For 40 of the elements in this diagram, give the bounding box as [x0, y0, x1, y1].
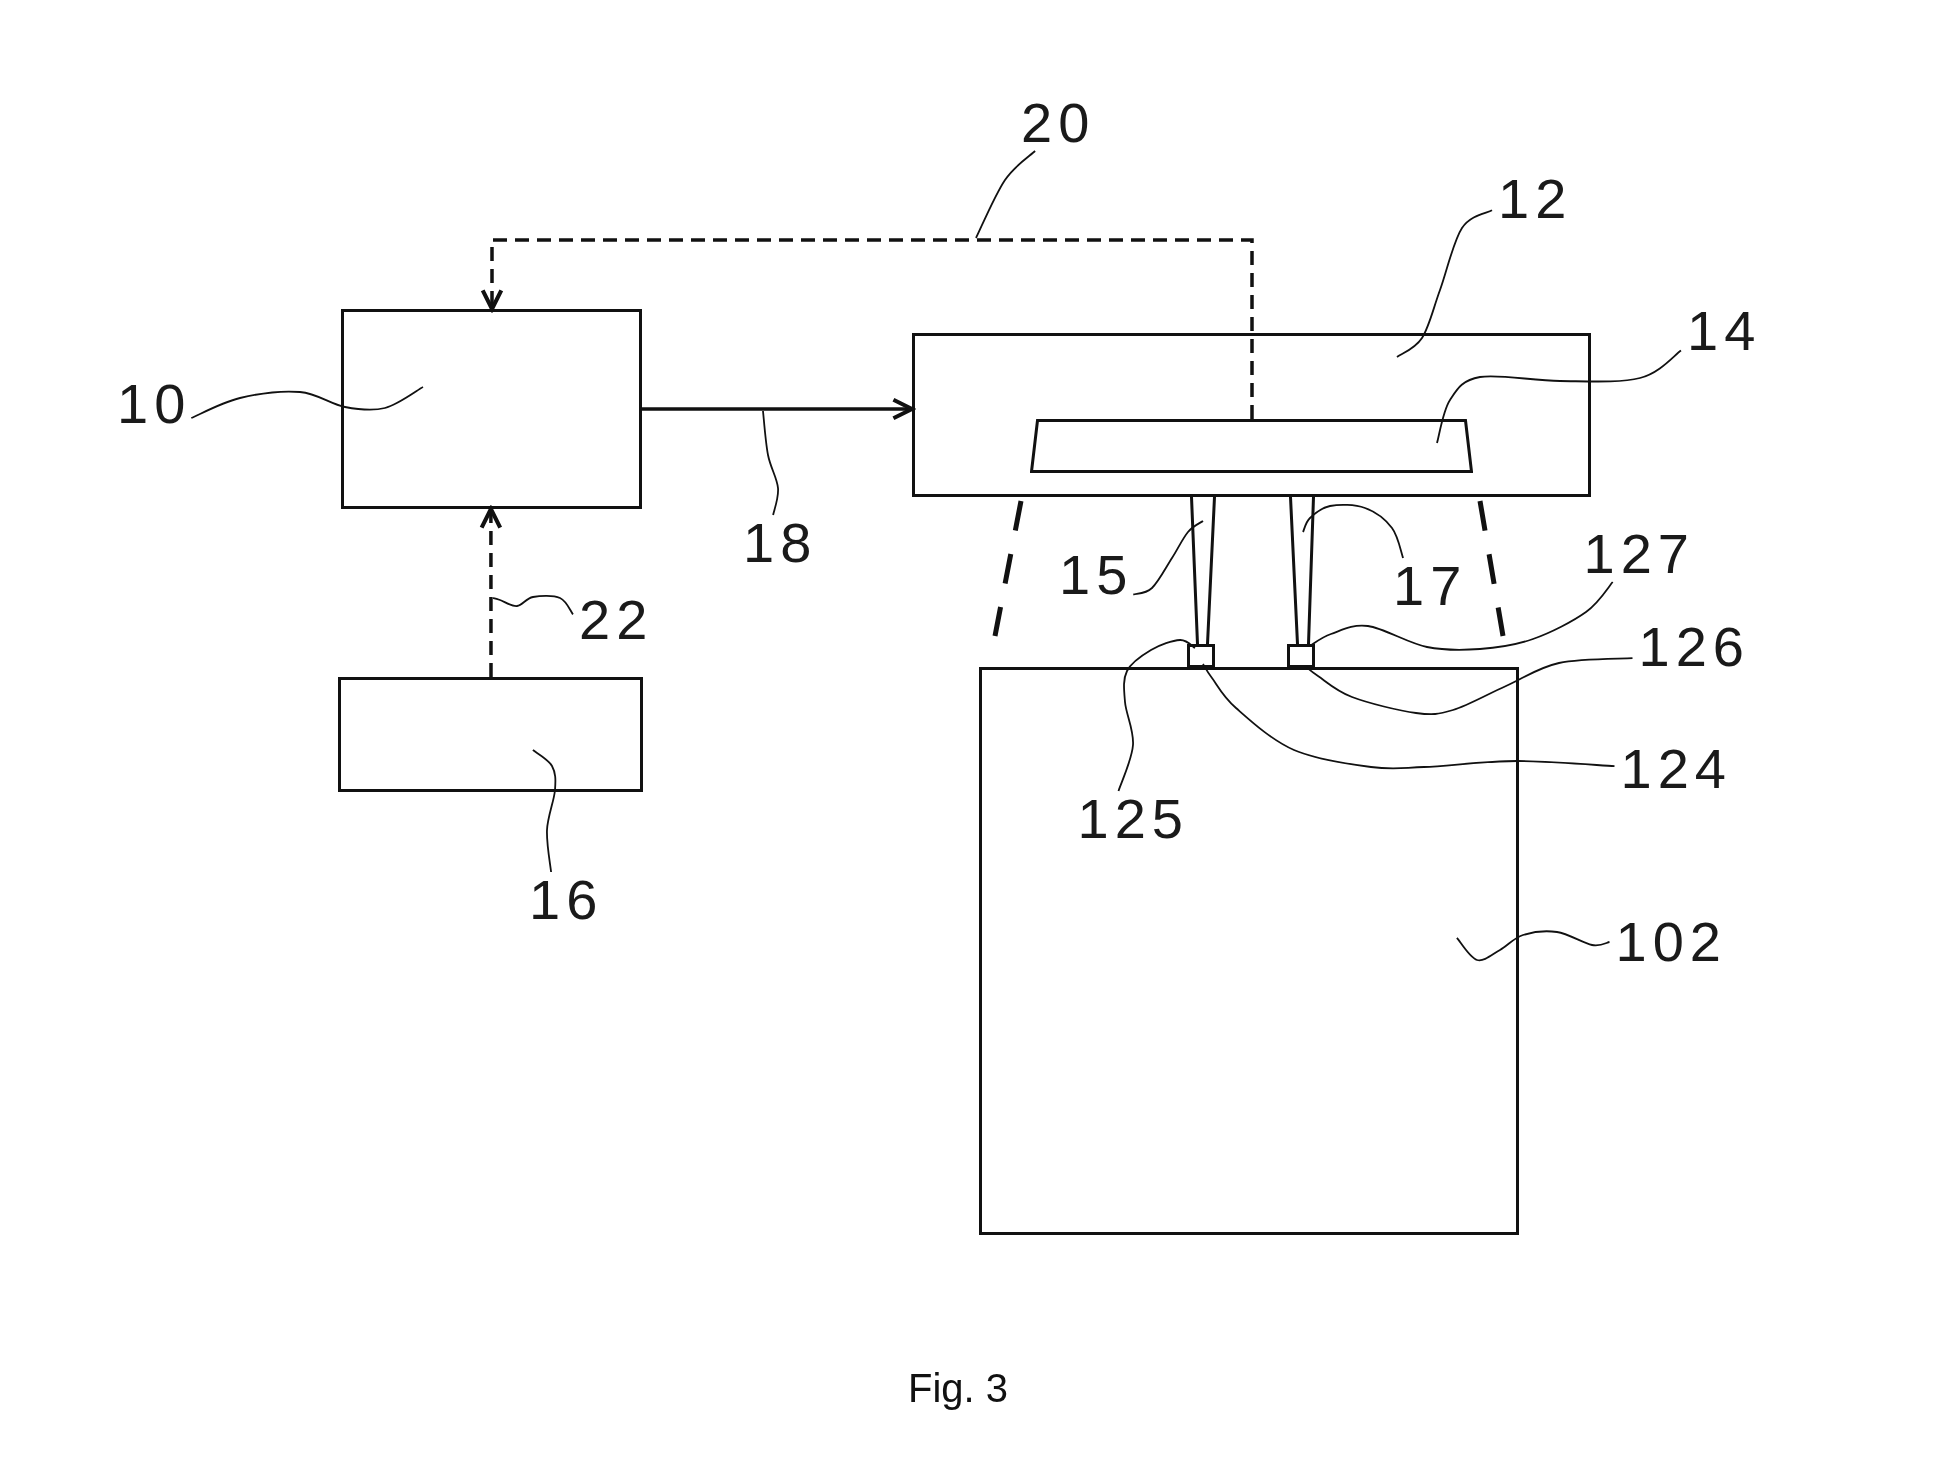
callout-number: 102	[1609, 914, 1727, 970]
leader-line	[1436, 349, 1682, 444]
small-square	[1287, 644, 1315, 668]
leader-line	[492, 595, 574, 616]
leader-line	[190, 386, 424, 419]
leader-line	[762, 410, 779, 516]
callout-number: 12	[1492, 171, 1573, 227]
tapered-strip	[1190, 497, 1216, 644]
dashed-arrow	[480, 238, 1254, 419]
leader-line	[1202, 663, 1616, 770]
callout-number: 17	[1387, 558, 1468, 614]
callout-number: 18	[737, 515, 818, 571]
leader-line	[1117, 639, 1196, 792]
leader-line	[1132, 520, 1204, 596]
large-block	[979, 667, 1519, 1235]
callout-number: 15	[1053, 547, 1134, 603]
rectangle-block	[338, 677, 643, 792]
inner-plate	[1030, 419, 1473, 473]
callout-number: 124	[1614, 741, 1732, 797]
callout-number: 125	[1071, 791, 1189, 847]
figure-caption: Fig. 3	[908, 1368, 1009, 1408]
callout-number: 127	[1577, 526, 1695, 582]
arrow	[642, 397, 915, 421]
leader-line	[975, 150, 1036, 239]
leader-line	[1309, 581, 1614, 651]
callout-number: 16	[523, 872, 604, 928]
callout-number: 22	[573, 592, 654, 648]
callout-number: 20	[1015, 95, 1096, 151]
callout-number: 10	[111, 376, 192, 432]
leader-line	[1456, 930, 1611, 962]
leader-line	[1302, 504, 1404, 559]
rectangle-block	[341, 309, 642, 509]
callout-number: 14	[1681, 303, 1762, 359]
leader-line	[1396, 209, 1493, 358]
dashed-arrow	[479, 506, 503, 677]
callout-number: 126	[1632, 619, 1750, 675]
outer-block	[912, 333, 1591, 497]
leader-line	[532, 749, 557, 873]
small-square	[1187, 644, 1215, 668]
tapered-strip	[1289, 497, 1315, 644]
